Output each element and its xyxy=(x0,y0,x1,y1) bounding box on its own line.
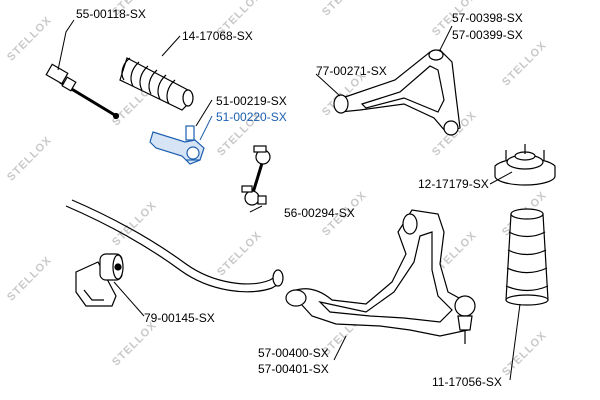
boot-part[interactable] xyxy=(119,57,194,111)
stabilizer-bar-part[interactable] xyxy=(65,199,284,293)
part-label-57-00401[interactable]: 57-00401-SX xyxy=(258,362,329,376)
part-label-56-00294[interactable]: 56-00294-SX xyxy=(284,206,355,220)
upper-arm-part[interactable] xyxy=(333,49,461,136)
part-label-57-00400[interactable]: 57-00400-SX xyxy=(258,346,329,360)
leader-lines xyxy=(57,19,521,381)
part-label-55-00118[interactable]: 55-00118-SX xyxy=(76,7,146,21)
part-label-14-17068[interactable]: 14-17068-SX xyxy=(182,29,253,43)
tie-rod-part[interactable] xyxy=(45,63,120,120)
stabilizer-link-part[interactable] xyxy=(241,145,271,206)
part-label-11-17056[interactable]: 11-17056-SX xyxy=(432,375,502,389)
part-label-51-00220[interactable]: 51-00220-SX xyxy=(216,110,287,124)
part-label-12-17179[interactable]: 12-17179-SX xyxy=(418,177,489,191)
strut-boot-part[interactable] xyxy=(505,208,549,306)
strut-mount-part[interactable] xyxy=(494,144,556,186)
part-label-57-00398[interactable]: 57-00398-SX xyxy=(452,11,523,25)
stabilizer-bushing-part[interactable] xyxy=(75,253,124,307)
part-label-51-00219[interactable]: 51-00219-SX xyxy=(216,94,287,108)
part-label-79-00145[interactable]: 79-00145-SX xyxy=(144,311,215,325)
part-label-57-00399[interactable]: 57-00399-SX xyxy=(452,28,523,42)
lower-arm-part[interactable] xyxy=(285,209,476,344)
tie-rod-end-part[interactable] xyxy=(149,125,205,165)
part-label-77-00271[interactable]: 77-00271-SX xyxy=(316,64,387,78)
